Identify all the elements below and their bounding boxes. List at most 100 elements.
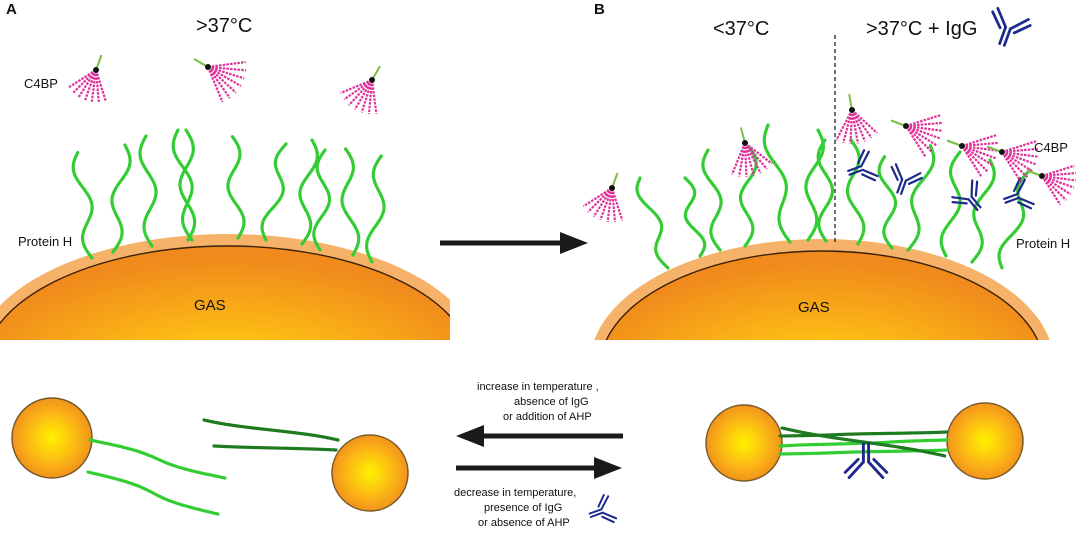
protein-h-fiber — [845, 138, 866, 246]
panel-label-b: B — [594, 1, 605, 18]
c4bp-arm — [606, 187, 614, 222]
c4bp-arm — [367, 79, 374, 114]
c4bp-arm — [1001, 151, 1033, 173]
igg-antibody — [991, 6, 1032, 47]
c4bp-arm — [905, 121, 942, 128]
igg-bridge-icon — [843, 442, 889, 480]
c4bp-arm — [905, 114, 941, 128]
c4bp-arm — [354, 79, 373, 110]
c4bp-arm — [743, 142, 755, 177]
c4bp-arm — [610, 187, 624, 221]
c4bp-arm — [1001, 140, 1037, 154]
c4bp-molecule — [193, 58, 246, 103]
igg-antibody — [843, 442, 889, 480]
panel-label-a: A — [6, 1, 17, 18]
protein-h-fiber — [683, 176, 707, 258]
c4bp-arm — [207, 66, 242, 87]
transition-arrow — [440, 232, 588, 254]
c4bp-arm — [961, 145, 989, 173]
c4bp-arm — [207, 66, 231, 99]
c4bp-arm — [348, 79, 373, 106]
c4bp-core — [742, 140, 748, 146]
c4bp-core — [903, 123, 909, 129]
aggregated-bacteria — [705, 402, 1024, 482]
c4bp-arm — [961, 144, 998, 152]
c4bp-core — [849, 107, 855, 113]
c4bp-arm — [905, 124, 942, 132]
igg-antibody — [588, 494, 618, 524]
protein-h-fiber — [780, 426, 947, 458]
c4bp-arm — [1001, 151, 1029, 179]
c4bp-arm — [842, 109, 854, 144]
protein-h-fiber — [804, 128, 826, 242]
c4bp-core — [1039, 173, 1045, 179]
c4bp-arm — [835, 109, 853, 141]
c4bp-arm — [905, 125, 933, 153]
protein-h-label-b: Protein H — [1016, 236, 1070, 251]
temperature-label-b-right: >37°C + IgG — [866, 18, 977, 40]
c4bp-arm — [360, 79, 374, 113]
protein-h-fiber — [86, 470, 220, 516]
c4bp-arm — [744, 142, 768, 170]
c4bp-arm — [340, 78, 373, 95]
gas-cell-a — [0, 234, 450, 340]
c4bp-molecule — [986, 140, 1038, 183]
forward-arrow — [456, 457, 622, 479]
protein-h-fiber — [312, 148, 332, 252]
c4bp-arm — [961, 145, 993, 167]
gas-label-a: GAS — [194, 297, 226, 314]
c4bp-arm — [582, 187, 613, 208]
igg-antibody — [1003, 177, 1035, 210]
c4bp-arm — [744, 142, 762, 174]
c4bp-arm — [84, 69, 98, 101]
c4bp-arm — [851, 109, 873, 139]
c4bp-arm — [905, 125, 927, 157]
igg-small-icon — [588, 494, 618, 524]
c4bp-arm — [905, 125, 937, 147]
c4bp-core — [205, 64, 211, 70]
c4bp-arm — [851, 109, 878, 134]
bridging-protein-h-fibers — [778, 426, 949, 458]
c4bp-molecule — [730, 127, 773, 178]
c4bp-arm — [1041, 174, 1076, 182]
c4bp-arm — [1041, 171, 1076, 178]
c4bp-molecules-b — [582, 94, 1076, 222]
c4bp-label-a: C4BP — [24, 76, 58, 91]
protein-h-fiber — [178, 128, 197, 242]
c4bp-arm — [1001, 150, 1037, 166]
c4bp-core — [369, 77, 375, 83]
protein-h-fiber — [260, 142, 288, 242]
c4bp-arm — [1001, 151, 1023, 183]
forward-arrow-text-1: decrease in temperature, — [454, 487, 576, 499]
c4bp-molecule — [1026, 164, 1076, 206]
c4bp-arm — [1001, 150, 1038, 158]
gas-cell-b — [594, 239, 1050, 340]
igg-antibody — [847, 149, 879, 182]
forward-arrow-text-2: presence of IgG — [484, 502, 562, 514]
protein-h-fibers-a — [71, 128, 386, 264]
reverse-arrow-text-2: absence of IgG — [514, 396, 589, 408]
protein-h-fiber — [212, 444, 338, 452]
igg-antibodies-b — [847, 149, 1035, 212]
c4bp-molecule — [890, 114, 942, 157]
protein-h-fiber — [364, 153, 386, 264]
free-protein-h-fibers — [86, 418, 340, 516]
c4bp-arm — [905, 124, 941, 140]
c4bp-molecule — [582, 172, 624, 222]
protein-h-fiber — [88, 438, 227, 480]
c4bp-arm — [743, 142, 748, 178]
c4bp-arm — [730, 142, 747, 175]
c4bp-arm — [207, 60, 246, 69]
c4bp-core — [999, 149, 1005, 155]
protein-h-fiber — [877, 154, 898, 250]
c4bp-arm — [94, 69, 107, 101]
c4bp-arm — [592, 187, 613, 218]
protein-h-fiber — [738, 146, 758, 248]
protein-h-label-a: Protein H — [18, 234, 72, 249]
c4bp-arm — [370, 79, 378, 114]
gas-label-b: GAS — [798, 299, 830, 316]
c4bp-arm — [961, 134, 997, 148]
c4bp-core — [609, 185, 615, 191]
igg-icon — [991, 6, 1032, 47]
